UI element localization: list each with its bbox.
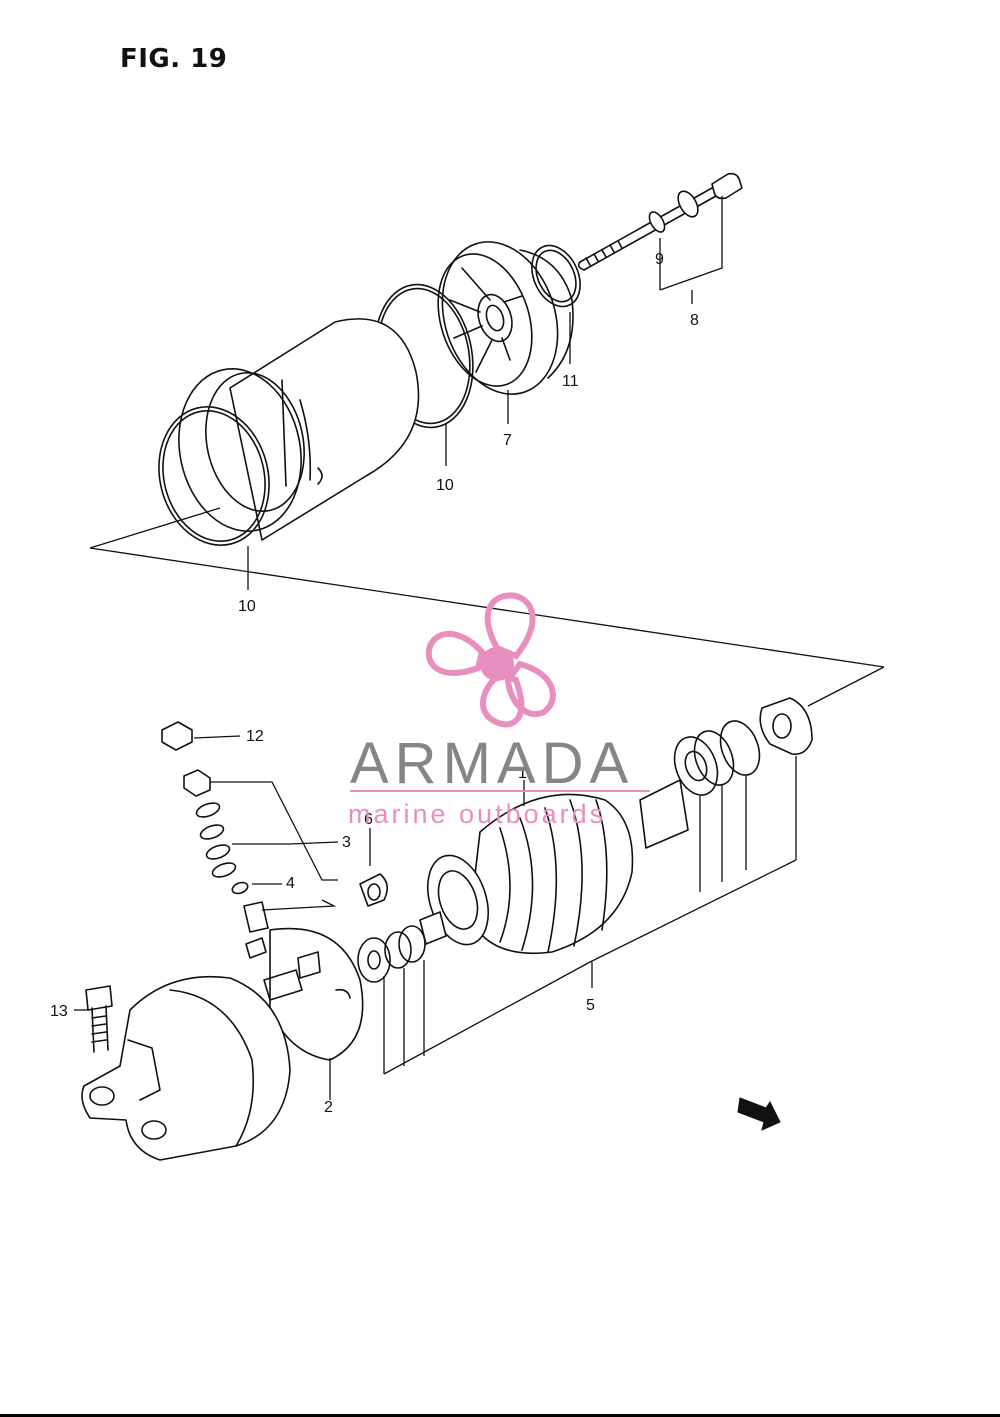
- callout-5: 5: [586, 997, 595, 1014]
- callout-3: 3: [342, 834, 351, 851]
- callout-12: 12: [246, 728, 264, 745]
- brush-spring: [359, 873, 388, 907]
- bracket-bolt: [85, 985, 113, 1053]
- callout-1: 1: [518, 765, 527, 782]
- watermark-brand: ARMADA: [350, 731, 634, 796]
- callout-4: 4: [286, 875, 295, 892]
- callout-6: 6: [364, 811, 373, 828]
- propeller-logo-icon: [425, 592, 556, 728]
- terminal-hardware: [161, 721, 269, 933]
- callout-11: 11: [562, 373, 579, 390]
- figure-title: FIG. 19: [120, 44, 228, 74]
- page-bottom-rule: [0, 1414, 1000, 1417]
- callout-13: 13: [50, 1003, 68, 1020]
- callout-10-lower: 10: [238, 598, 256, 615]
- brush-holder: [245, 927, 364, 1061]
- front-bracket: [81, 975, 291, 1161]
- through-bolt: [577, 172, 743, 271]
- watermark-tagline: marine outboards: [348, 799, 606, 829]
- callout-labels: 9 8 11 7 10 10 12 1 6 3 4 5 13 2: [50, 251, 699, 1116]
- lower-o-ring: [158, 406, 270, 546]
- armature: [419, 779, 689, 955]
- end-cover-gasket: [531, 244, 581, 308]
- callout-8: 8: [690, 312, 699, 329]
- front-direction-arrow-icon: [737, 1097, 781, 1131]
- callout-10-upper: 10: [436, 477, 454, 494]
- rear-end-cover: [437, 241, 574, 395]
- callout-9: 9: [655, 251, 664, 268]
- callout-7: 7: [503, 432, 512, 449]
- armature-front-washers: [357, 925, 426, 983]
- callout-2: 2: [324, 1099, 333, 1116]
- starter-yoke-housing: [178, 318, 420, 541]
- armature-rear-washers: [673, 697, 813, 796]
- leader-lines: [74, 196, 797, 1100]
